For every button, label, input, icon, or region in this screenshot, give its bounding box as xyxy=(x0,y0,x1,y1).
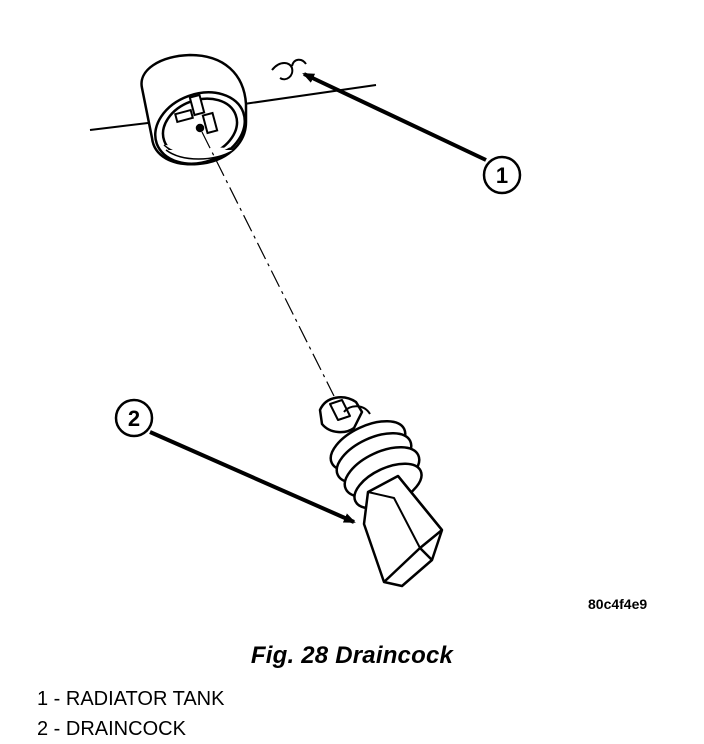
draincock-diagram: 1 2 xyxy=(89,53,522,588)
alignment-centerline xyxy=(201,131,335,397)
callout-2: 2 xyxy=(114,398,356,524)
draincock xyxy=(318,396,444,588)
legend-item-radiator-tank: 1 - RADIATOR TANK xyxy=(37,688,225,710)
figure-caption: Fig. 28 Draincock xyxy=(250,642,454,669)
legend-item-draincock: 2 - DRAINCOCK xyxy=(37,718,186,740)
legend: 1 - RADIATOR TANK 2 - DRAINCOCK xyxy=(37,684,224,744)
callout-2-leader xyxy=(149,430,356,524)
radiator-tank-drain-port xyxy=(140,53,248,166)
callout-1-leader xyxy=(302,72,487,162)
radiator-tank-wall xyxy=(89,84,377,131)
callout-2-number: 2 xyxy=(128,406,140,431)
callout-1: 1 xyxy=(302,72,522,195)
image-code: 80c4f4e9 xyxy=(588,596,648,612)
callout-1-number: 1 xyxy=(496,163,508,188)
retaining-clip xyxy=(271,58,307,81)
callout-2-circle xyxy=(114,398,154,438)
callout-1-circle xyxy=(482,155,522,195)
